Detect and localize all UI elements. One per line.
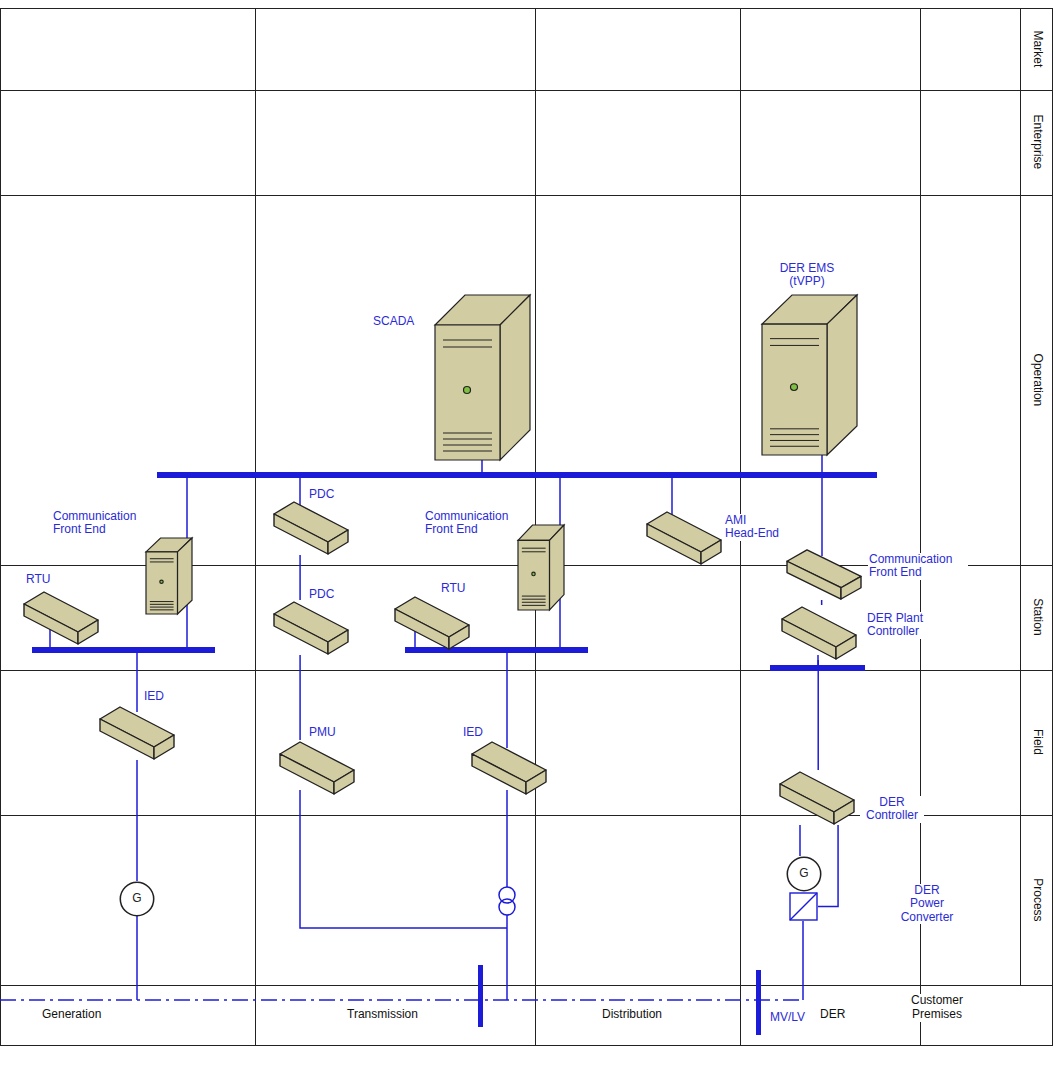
device-box: Communication Front End <box>785 548 863 600</box>
device-box-outline <box>780 605 858 660</box>
device-label: PMU <box>308 726 348 739</box>
device-box-outline <box>98 705 176 760</box>
server-tower-outline <box>146 538 192 614</box>
device-label: IED <box>462 726 492 739</box>
domain-label: DER <box>818 1008 847 1022</box>
server-tower: Communication Front End <box>146 538 192 614</box>
zone-label: Market <box>1030 29 1044 70</box>
bus-bars <box>32 472 877 1035</box>
connector-wire <box>299 555 301 600</box>
connector-wire <box>818 825 838 907</box>
connector-wire <box>299 655 301 740</box>
device-box-outline <box>645 510 723 565</box>
device-label: DER Power Converter <box>898 884 956 924</box>
device-box-outline <box>272 500 350 555</box>
device-box: DER Plant Controller <box>780 605 858 660</box>
device-label: RTU <box>25 573 65 586</box>
grid-lines <box>0 8 1053 1046</box>
symbol-letter: G <box>119 881 155 917</box>
domain-label: Transmission <box>345 1008 420 1022</box>
device-box: PDC <box>272 600 350 655</box>
zone-label: Enterprise <box>1030 113 1044 172</box>
device-box-outline <box>272 600 350 655</box>
device-box: AMI Head-End <box>645 510 723 565</box>
device-label: Communication Front End <box>868 553 968 580</box>
generator-symbol: G <box>786 856 822 892</box>
voltage-label: MV/LV <box>768 1011 807 1025</box>
connector-wire <box>821 600 823 605</box>
device-box: RTU <box>393 595 471 650</box>
device-box: DER Controller <box>778 770 856 825</box>
server-tower-outline <box>518 525 564 610</box>
device-box-outline <box>278 740 356 795</box>
server-tower: SCADA <box>435 295 530 460</box>
generator-symbol: G <box>119 881 155 917</box>
device-label: Communication Front End <box>424 510 520 537</box>
converter-symbol: DER Power Converter <box>789 892 818 921</box>
device-label: PDC <box>308 588 348 601</box>
device-box: IED <box>98 705 176 760</box>
device-label: AMI Head-End <box>724 514 782 541</box>
domain-label: Generation <box>40 1008 103 1022</box>
zone-label: Operation <box>1030 352 1044 409</box>
device-label: DER Controller <box>860 796 924 823</box>
device-box-outline <box>470 740 548 795</box>
device-label: Communication Front End <box>52 510 148 537</box>
device-box-outline <box>393 595 471 650</box>
device-box: IED <box>470 740 548 795</box>
device-box-outline <box>785 548 863 600</box>
converter-symbol-outline <box>789 892 818 921</box>
server-tower: DER EMS (tVPP) <box>762 295 857 455</box>
zone-label: Process <box>1030 876 1044 923</box>
device-label: DER EMS (tVPP) <box>775 262 839 289</box>
device-box-outline <box>778 770 856 825</box>
domain-label: Customer Premises <box>899 994 975 1022</box>
connector-wire <box>817 660 819 770</box>
connector-wire <box>799 825 801 856</box>
server-tower-outline <box>435 295 530 460</box>
wires <box>0 450 822 1000</box>
device-label: RTU <box>440 582 480 595</box>
domain-label: Distribution <box>600 1008 664 1022</box>
connector-wire <box>136 760 138 881</box>
device-box-outline <box>22 590 100 645</box>
device-box: PDC <box>272 500 350 555</box>
device-box: RTU <box>22 590 100 645</box>
device-label: PDC <box>308 488 348 501</box>
device-label: SCADA <box>372 315 432 328</box>
device-box: PMU <box>278 740 356 795</box>
device-label: DER Plant Controller <box>866 612 944 639</box>
device-label: IED <box>143 690 173 703</box>
zone-label: Field <box>1030 727 1044 757</box>
server-tower: Communication Front End <box>518 525 564 610</box>
zone-label: Station <box>1030 596 1044 637</box>
server-tower-outline <box>762 295 857 455</box>
symbol-letter: G <box>786 856 822 892</box>
